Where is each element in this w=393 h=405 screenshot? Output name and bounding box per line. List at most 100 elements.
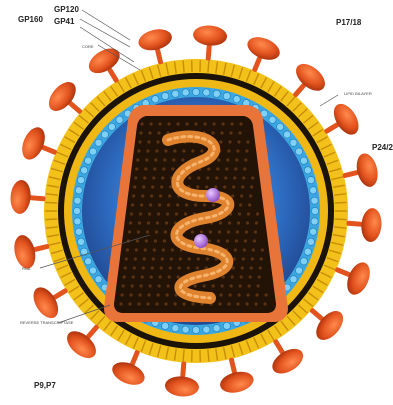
capsid-dot <box>133 185 136 188</box>
capsid-dot <box>239 284 242 287</box>
capsid-dot <box>167 203 170 206</box>
capsid-dot <box>155 230 158 233</box>
capsid-dot <box>147 140 150 143</box>
capsid-dot <box>217 239 220 242</box>
capsid-dot <box>241 185 244 188</box>
knob-stem <box>130 349 141 366</box>
capsid-dot <box>233 176 236 179</box>
capsid-dot <box>150 275 153 278</box>
capsid-dot <box>194 284 197 287</box>
capsid-dot <box>168 275 171 278</box>
capsid-dot <box>164 230 167 233</box>
matrix-bead <box>73 207 80 214</box>
capsid-dot <box>224 176 227 179</box>
capsid-dot <box>121 293 124 296</box>
capsid-dot <box>152 257 155 260</box>
knob-icon <box>136 26 174 53</box>
capsid-dot <box>249 194 252 197</box>
matrix-bead <box>277 123 284 130</box>
capsid-dot <box>197 176 200 179</box>
capsid-dot <box>228 140 231 143</box>
capsid-dot <box>209 230 212 233</box>
capsid-dot <box>152 176 155 179</box>
capsid-dot <box>236 302 239 305</box>
capsid-dot <box>139 212 142 215</box>
capsid-dot <box>135 167 138 170</box>
capsid-dot <box>153 248 156 251</box>
capsid-dot <box>250 266 253 269</box>
capsid-dot <box>182 302 185 305</box>
capsid-dot <box>155 302 158 305</box>
capsid-dot <box>164 302 167 305</box>
capsid-dot <box>238 131 241 134</box>
capsid-dot <box>140 284 143 287</box>
capsid-dot <box>148 293 151 296</box>
capsid-dot <box>182 149 185 152</box>
capsid-dot <box>173 302 176 305</box>
matrix-bead <box>300 258 307 265</box>
capsid-dot <box>212 203 215 206</box>
knob-icon <box>268 344 307 379</box>
capsid-dot <box>151 185 154 188</box>
capsid-dot <box>142 266 145 269</box>
matrix-bead <box>203 326 210 333</box>
capsid-dot <box>177 275 180 278</box>
capsid-dot <box>145 239 148 242</box>
capsid-dot <box>221 122 224 125</box>
knob-icon <box>109 358 148 390</box>
capsid-dot <box>188 257 191 260</box>
capsid-dot <box>156 221 159 224</box>
capsid-dot <box>131 203 134 206</box>
capsid-dot <box>265 293 268 296</box>
capsid-dot <box>194 203 197 206</box>
matrix-bead <box>311 207 318 214</box>
capsid-dot <box>237 140 240 143</box>
capsid-dot <box>256 293 259 296</box>
capsid-dot <box>130 293 133 296</box>
capsid-dot <box>184 212 187 215</box>
capsid-dot <box>191 302 194 305</box>
capsid-dot <box>185 203 188 206</box>
lipid-head <box>45 219 57 220</box>
capsid-dot <box>137 230 140 233</box>
knob-icon <box>18 124 50 163</box>
matrix-bead <box>290 276 297 283</box>
capsid-dot <box>247 293 250 296</box>
label-core: CORE <box>82 44 94 49</box>
matrix-bead <box>77 238 84 245</box>
knob-stem <box>334 267 351 278</box>
capsid-dot <box>173 149 176 152</box>
matrix-bead <box>223 92 230 99</box>
matrix-bead <box>172 325 179 332</box>
knob-icon <box>244 33 283 65</box>
capsid-dot <box>167 122 170 125</box>
capsid-dot <box>156 140 159 143</box>
matrix-bead <box>310 187 317 194</box>
capsid-dot <box>168 194 171 197</box>
capsid-dot <box>144 248 147 251</box>
knob-icon <box>329 100 364 139</box>
capsid-dot <box>212 122 215 125</box>
capsid-dot <box>239 122 242 125</box>
capsid-dot <box>154 239 157 242</box>
label-rna: RNA <box>22 266 31 271</box>
capsid-dot <box>126 248 129 251</box>
capsid-dot <box>175 212 178 215</box>
matrix-bead <box>89 267 96 274</box>
capsid-dot <box>211 131 214 134</box>
capsid-dot <box>203 122 206 125</box>
capsid-dot <box>241 266 244 269</box>
matrix-bead <box>74 197 81 204</box>
matrix-bead <box>233 96 240 103</box>
capsid-dot <box>128 302 131 305</box>
capsid-dot <box>231 194 234 197</box>
capsid-dot <box>181 158 184 161</box>
capsid-dot <box>149 122 152 125</box>
matrix-bead <box>192 88 199 95</box>
capsid-dot <box>155 149 158 152</box>
capsid-dot <box>179 257 182 260</box>
capsid-dot <box>242 257 245 260</box>
capsid-dot <box>176 203 179 206</box>
capsid-dot <box>217 158 220 161</box>
